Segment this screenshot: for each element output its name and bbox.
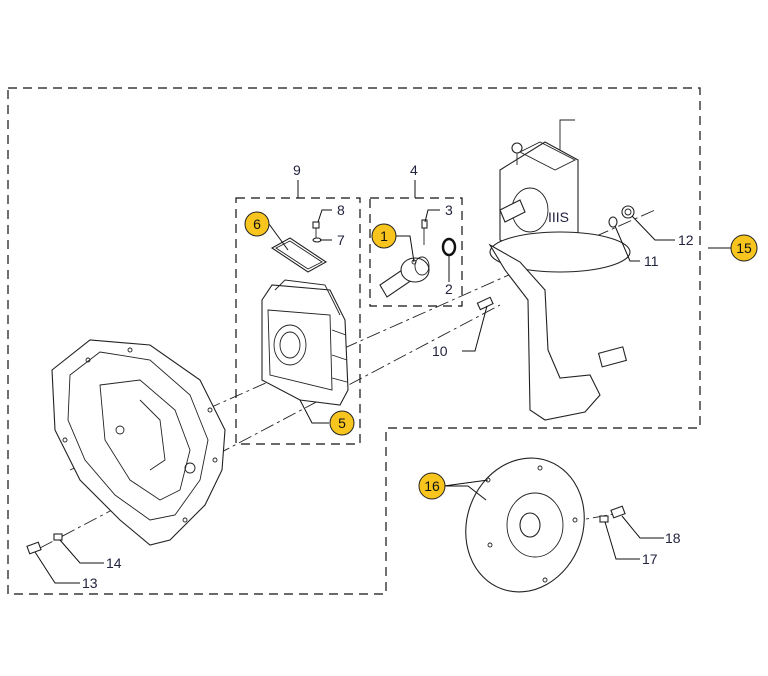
flywheel-housing: [51, 339, 226, 546]
screw-3: [421, 219, 428, 245]
label-4: 4: [410, 162, 418, 178]
fitting-17: [599, 515, 609, 523]
callout-15: 15: [730, 234, 758, 262]
label-9: 9: [293, 162, 301, 178]
fitting-12: [621, 205, 635, 219]
drive-marking: IIIS: [548, 209, 569, 225]
fitting-14: [53, 533, 63, 541]
screw-8: [312, 221, 322, 243]
adapter-housing: [261, 279, 349, 406]
label-2: 2: [445, 281, 453, 297]
callout-1: 1: [371, 223, 397, 249]
fitting-13: [26, 541, 42, 555]
group-4-boundary: [369, 197, 463, 307]
damper-plate: [465, 457, 585, 593]
leader-lines: [34, 209, 731, 584]
fitting-11: [608, 216, 618, 228]
label-7: 7: [337, 232, 345, 248]
callout-16: 16: [418, 472, 446, 500]
label-10: 10: [432, 343, 448, 359]
svg-text:1: 1: [380, 228, 388, 244]
label-17: 17: [642, 551, 658, 567]
assembly-boundary: [7, 87, 701, 595]
label-11: 11: [644, 253, 659, 269]
label-13: 13: [82, 575, 98, 591]
label-12: 12: [678, 232, 694, 248]
label-3: 3: [445, 202, 453, 218]
svg-text:15: 15: [736, 240, 752, 256]
drive-unit: IIIS: [488, 119, 631, 421]
label-14: 14: [106, 555, 122, 571]
coupling: [379, 256, 430, 298]
callout-6: 6: [244, 211, 270, 237]
cover-plate: [270, 237, 328, 273]
label-8: 8: [337, 202, 345, 218]
fitting-10: [476, 296, 494, 311]
callout-5: 5: [329, 410, 355, 436]
fitting-18: [610, 505, 626, 519]
svg-text:6: 6: [253, 216, 261, 232]
retaining-ring-2: [441, 237, 457, 257]
svg-text:5: 5: [338, 415, 346, 431]
svg-text:16: 16: [424, 478, 440, 494]
label-18: 18: [665, 530, 681, 546]
